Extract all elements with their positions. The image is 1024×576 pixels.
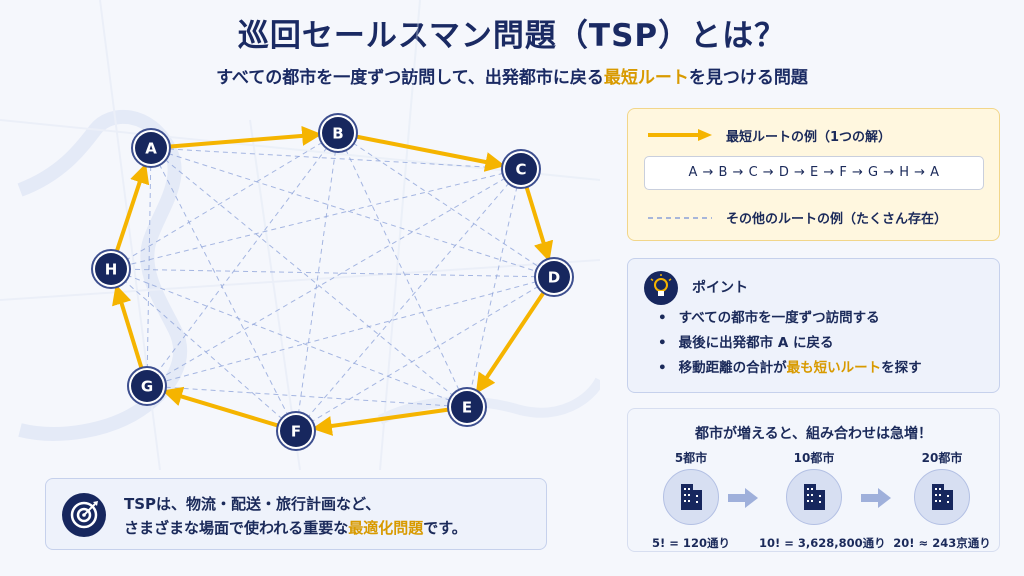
lightbulb-icon xyxy=(644,271,678,305)
list-item: 最後に出発都市 A に戻る xyxy=(658,331,922,356)
list-item-text-end: を探す xyxy=(881,360,922,376)
city-node-H: H xyxy=(91,249,131,289)
other-route-C-H xyxy=(110,168,522,270)
arrow-right-icon xyxy=(728,488,758,508)
list-item: 移動距離の合計が最も短いルートを探す xyxy=(658,356,922,381)
other-route-F-H xyxy=(110,268,297,432)
other-route-C-F xyxy=(295,168,522,432)
other-route-A-E xyxy=(150,147,468,408)
city-label-B: B xyxy=(332,125,343,143)
points-panel: ポイント すべての都市を一度ずつ訪問する 最後に出発都市 A に戻る 移動距離の… xyxy=(627,258,1000,393)
city-node-G: G xyxy=(127,366,167,406)
map-background xyxy=(0,0,600,470)
route-edge-F-G xyxy=(162,386,281,428)
other-route-A-F xyxy=(150,147,297,432)
other-route-C-G xyxy=(146,168,522,387)
other-route-legend-dash-icon xyxy=(648,217,712,219)
shortest-route-legend-arrow-icon xyxy=(648,129,712,141)
other-route-C-E xyxy=(466,168,522,408)
subtitle-text-end: を見つける問題 xyxy=(688,68,808,88)
growth-title: 都市が増えると、組み合わせは急増！ xyxy=(694,426,933,442)
other-route-B-F xyxy=(295,132,339,432)
growth-count: 10! = 3,628,800通り xyxy=(759,536,886,550)
route-edge-E-F xyxy=(311,407,452,436)
road-line xyxy=(0,0,600,470)
other-route-B-E xyxy=(337,132,468,408)
subtitle-text: すべての都市を一度ずつ訪問して、出発都市に戻る xyxy=(216,68,604,88)
route-edge-H-A xyxy=(114,163,150,254)
city-buildings-icon xyxy=(786,469,842,525)
other-routes xyxy=(110,132,555,432)
city-label-H: H xyxy=(105,261,118,279)
target-icon xyxy=(62,493,106,537)
city-label-G: G xyxy=(141,378,153,396)
other-route-E-G xyxy=(146,385,468,408)
city-label-E: E xyxy=(462,399,472,417)
note-text-end: です。 xyxy=(423,519,467,537)
list-item-highlight: 最も短いルート xyxy=(786,360,882,376)
shortest-route xyxy=(112,125,554,436)
route-edge-A-B xyxy=(166,125,323,149)
other-route-B-G xyxy=(146,132,339,387)
growth-label: 20都市 xyxy=(921,451,963,465)
city-label-F: F xyxy=(291,423,301,441)
city-node-C: C xyxy=(501,149,541,189)
route-edge-G-H xyxy=(112,284,144,371)
shortest-route-label: 最短ルートの例（1つの解） xyxy=(726,130,892,145)
other-route-D-H xyxy=(110,268,555,278)
page-title: 巡回セールスマン問題（TSP）とは？ xyxy=(237,18,787,54)
city-node-A: A xyxy=(131,128,171,168)
list-item-text: 移動距離の合計が xyxy=(678,360,787,376)
note-line-2: さまざまな場面で使われる重要な最適化問題です。 xyxy=(124,516,467,540)
growth-label: 5都市 xyxy=(674,451,708,465)
other-route-B-H xyxy=(110,132,339,270)
city-label-C: C xyxy=(515,161,526,179)
city-buildings-icon xyxy=(663,469,719,525)
note-panel: TSPは、物流・配送・旅行計画など、 さまざまな場面で使われる重要な最適化問題で… xyxy=(45,478,547,550)
note-text-part: さまざまな場面で使われる重要な xyxy=(124,519,349,537)
arrow-right-icon xyxy=(861,488,891,508)
growth-item-5: 5都市 5! = 120通り xyxy=(636,449,746,551)
other-route-A-C xyxy=(150,147,522,170)
growth-item-20: 20都市 20! ≈ 243京通り xyxy=(887,449,997,551)
other-route-E-H xyxy=(110,268,468,408)
growth-count: 5! = 120通り xyxy=(652,536,730,550)
city-nodes: A B C D E F G H xyxy=(91,113,574,451)
subtitle-highlight: 最短ルート xyxy=(603,68,689,88)
other-route-A-G xyxy=(146,147,152,387)
note-text: TSPは、物流・配送・旅行計画など、 さまざまな場面で使われる重要な最適化問題で… xyxy=(124,492,467,540)
route-edge-B-C xyxy=(353,134,506,172)
route-edge-D-E xyxy=(475,290,546,394)
tsp-diagram: A B C D E F G H xyxy=(0,0,600,470)
growth-count: 20! ≈ 243京通り xyxy=(893,536,991,550)
city-node-F: F xyxy=(276,411,316,451)
note-highlight: 最適化問題 xyxy=(348,519,424,537)
points-title: ポイント xyxy=(692,280,748,296)
other-route-label: その他のルートの例（たくさん存在） xyxy=(726,212,948,227)
route-edge-C-D xyxy=(524,184,554,262)
other-route-A-D xyxy=(150,147,555,278)
growth-panel: 都市が増えると、組み合わせは急増！ 5都市 5! = 120通り 10都市 10… xyxy=(627,408,1000,552)
city-label-A: A xyxy=(145,140,157,158)
city-node-D: D xyxy=(534,257,574,297)
river-shape xyxy=(377,377,600,425)
points-list: すべての都市を一度ずつ訪問する 最後に出発都市 A に戻る 移動距離の合計が最も… xyxy=(658,306,922,381)
growth-label: 10都市 xyxy=(793,451,835,465)
legend-panel: 最短ルートの例（1つの解） A → B → C → D → E → F → G … xyxy=(627,108,1000,241)
list-item: すべての都市を一度ずつ訪問する xyxy=(658,306,922,331)
other-route-B-D xyxy=(337,132,555,278)
city-label-D: D xyxy=(548,269,560,287)
city-buildings-icon xyxy=(914,469,970,525)
city-node-B: B xyxy=(318,113,358,153)
city-node-E: E xyxy=(447,387,487,427)
note-line-1: TSPは、物流・配送・旅行計画など、 xyxy=(124,495,381,513)
river-shape xyxy=(17,110,187,441)
route-sequence: A → B → C → D → E → F → G → H → A xyxy=(644,156,984,190)
growth-item-10: 10都市 10! = 3,628,800通り xyxy=(759,449,886,551)
other-route-D-G xyxy=(146,276,555,387)
page-subtitle: すべての都市を一度ずつ訪問して、出発都市に戻る最短ルートを見つける問題 xyxy=(0,63,1024,88)
